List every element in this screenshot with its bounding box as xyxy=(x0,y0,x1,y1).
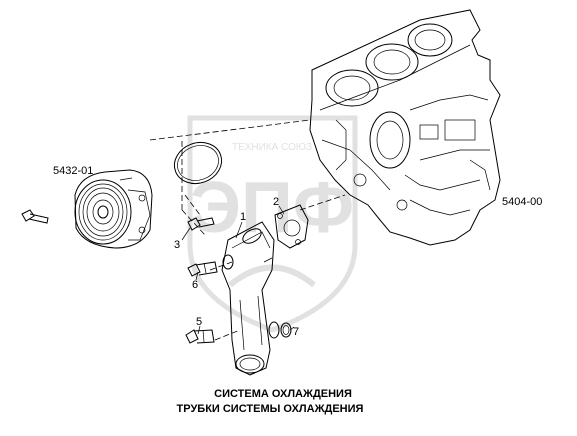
ref-5432-label: 5432-01 xyxy=(53,165,93,177)
leader-lines xyxy=(181,205,295,335)
assembly-lines xyxy=(149,119,346,341)
callout-6-label: 6 xyxy=(192,279,198,291)
bolt-3 xyxy=(187,217,215,231)
coolant-pipe-1 xyxy=(221,221,280,376)
pump-bolt xyxy=(21,209,49,224)
watermark-top-text: ТЕХНИКА СОЮЗ xyxy=(232,142,312,153)
caption-line-1: СИСТЕМА ОХЛАЖДЕНИЯ xyxy=(214,388,352,400)
caption-line-2: ТРУБКИ СИСТЕМЫ ОХЛАЖДЕНИЯ xyxy=(177,403,364,415)
gasket-2 xyxy=(274,204,309,249)
o-ring-7 xyxy=(280,322,292,338)
o-ring xyxy=(173,141,223,185)
callout-1-label: 1 xyxy=(240,211,246,223)
callout-3-label: 3 xyxy=(174,239,180,251)
watermark: ТЕХНИКА СОЮЗ ЭПФ xyxy=(187,115,358,333)
fitting-6 xyxy=(187,261,218,277)
water-pump xyxy=(74,169,153,249)
engine-block xyxy=(309,9,501,246)
fitting-5 xyxy=(185,329,215,344)
ref-5404-label: 5404-00 xyxy=(502,196,542,208)
watermark-big-text: ЭПФ xyxy=(190,168,354,248)
callout-2-label: 2 xyxy=(273,196,279,208)
callout-5-label: 5 xyxy=(196,316,202,328)
callout-7-label: 7 xyxy=(293,326,299,338)
